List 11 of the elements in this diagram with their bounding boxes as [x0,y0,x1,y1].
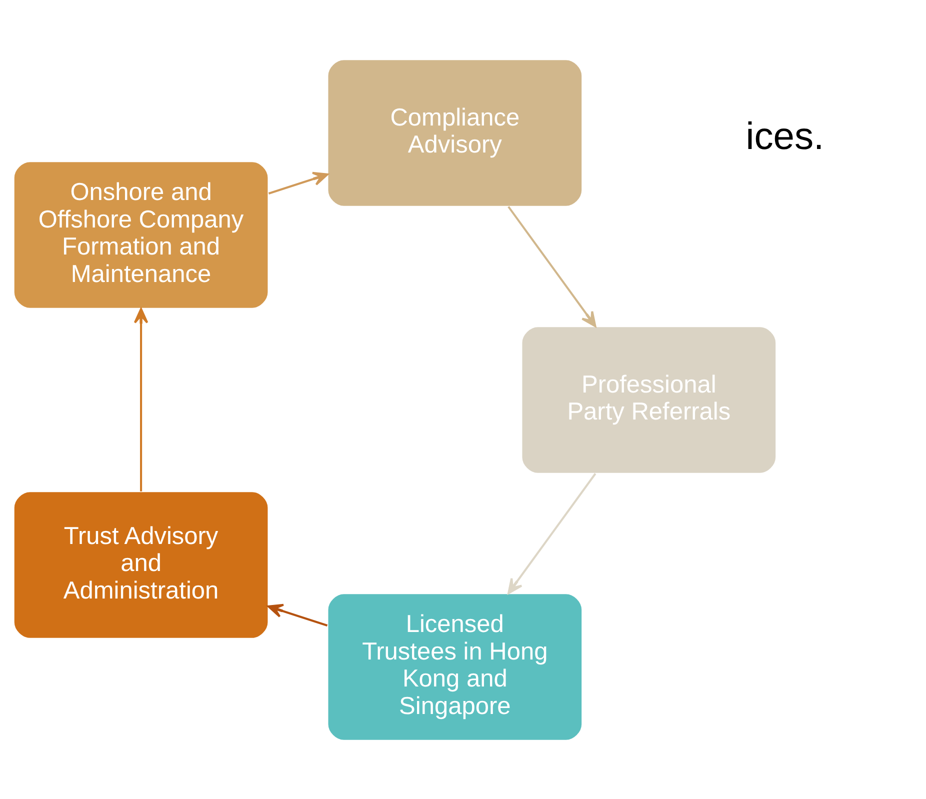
arrow [508,472,596,594]
arrow [508,206,596,327]
arrow [268,171,328,194]
node-box: Onshore and Offshore Company Formation and Maintenance [13,160,270,309]
node-box: Compliance Advisory [326,58,583,207]
node-box: Professional Party Referrals [520,325,777,474]
node-box: Trust Advisory and Administration [13,490,270,639]
node-box: Licensed Trustees in Hong Kong and Singapore [326,592,583,741]
arrow [134,307,148,491]
arrow [268,603,328,626]
label: ices. [746,114,824,158]
